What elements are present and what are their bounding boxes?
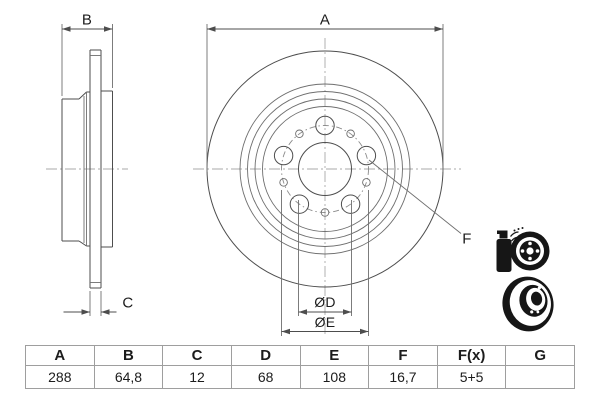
front-view	[193, 24, 462, 337]
dim-label-a: A	[319, 11, 331, 29]
friction-ring-outline	[89, 49, 102, 289]
bolt-circle-dashed	[281, 125, 369, 213]
value-e: 108	[299, 365, 370, 389]
brake-disc-perspective-icon	[502, 276, 554, 332]
dimension-d	[298, 200, 352, 316]
value-c: 12	[162, 365, 232, 389]
value-g	[505, 365, 575, 389]
f-leader-line	[368, 159, 462, 234]
dim-label-diameter-e: ØE	[314, 313, 336, 330]
dimension-a	[206, 24, 444, 172]
bolt-holes	[273, 115, 377, 214]
dim-label-diameter-d: ØD	[314, 294, 336, 310]
dimension-table-header-row: A B C D E F F(x) G	[25, 345, 575, 366]
dimension-e	[281, 190, 369, 336]
side-view	[46, 24, 128, 316]
hat-section-outline	[61, 91, 90, 247]
col-header-c: C	[162, 345, 232, 366]
col-header-b: B	[93, 345, 164, 366]
col-header-a: A	[25, 345, 95, 366]
col-header-e: E	[299, 345, 370, 366]
col-header-fx: F(x)	[436, 345, 507, 366]
coated-disc-spray-icon	[496, 227, 550, 272]
dimension-b	[61, 24, 113, 96]
dimension-table-value-row: 288 64,8 12 68 108 16,7 5+5	[25, 365, 575, 389]
dim-label-c: C	[122, 294, 134, 312]
value-b: 64,8	[93, 365, 164, 389]
col-header-d: D	[230, 345, 301, 366]
value-fx: 5+5	[436, 365, 507, 389]
value-f: 16,7	[368, 365, 438, 389]
dimension-table: A B C D E F F(x) G 288 64,8 12 68 108 16…	[25, 345, 575, 389]
drum-section-outline	[101, 90, 113, 248]
col-header-f: F	[368, 345, 438, 366]
value-d: 68	[230, 365, 301, 389]
dimension-c	[63, 291, 117, 316]
dim-label-f: F	[462, 230, 472, 248]
drawing-canvas	[46, 24, 554, 337]
dim-label-b: B	[81, 11, 93, 29]
value-a: 288	[25, 365, 95, 389]
small-holes	[279, 129, 371, 217]
col-header-g: G	[505, 345, 575, 366]
